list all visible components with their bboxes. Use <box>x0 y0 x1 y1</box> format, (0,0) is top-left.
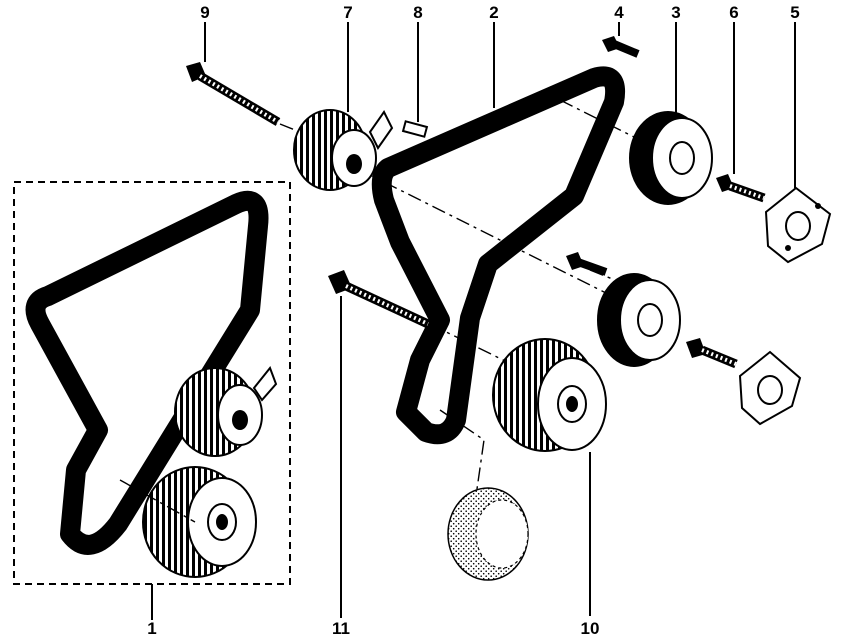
hub-flange-lower <box>738 350 802 426</box>
crankshaft-sprocket <box>447 487 529 581</box>
callout-11: 11 <box>332 619 350 638</box>
callout-2: 2 <box>489 3 498 22</box>
callout-6: 6 <box>729 3 738 22</box>
bolt-4 <box>602 36 640 58</box>
camshaft-sprocket-3 <box>629 111 713 205</box>
callout-8: 8 <box>413 3 422 22</box>
bolt-11 <box>328 270 430 329</box>
callout-1: 1 <box>147 619 156 638</box>
bolt-9 <box>186 62 281 126</box>
kit-tensioner-pulley <box>174 366 278 457</box>
kit-timing-belt <box>25 190 269 555</box>
callout-3: 3 <box>671 3 680 22</box>
kit-idler-roller <box>142 466 257 578</box>
main-timing-belt <box>371 66 625 445</box>
callout-4: 4 <box>614 3 624 22</box>
callout-9: 9 <box>200 3 209 22</box>
bolt-lower-hub <box>686 338 738 369</box>
camshaft-sprocket-lower <box>597 273 681 367</box>
axis-line-tensioner <box>359 169 621 301</box>
axis-line-bolt9 <box>279 123 311 137</box>
bolt-6 <box>716 174 766 203</box>
idler-roller-10 <box>492 338 607 452</box>
callout-10: 10 <box>581 619 600 638</box>
axis-line-crank <box>439 409 485 497</box>
callout-7: 7 <box>343 3 352 22</box>
pin-8 <box>401 120 429 138</box>
tensioner-pulley-7 <box>293 109 394 191</box>
callout-5: 5 <box>790 3 799 22</box>
bolt-lower <box>566 252 608 276</box>
hub-flange-5 <box>764 186 832 264</box>
